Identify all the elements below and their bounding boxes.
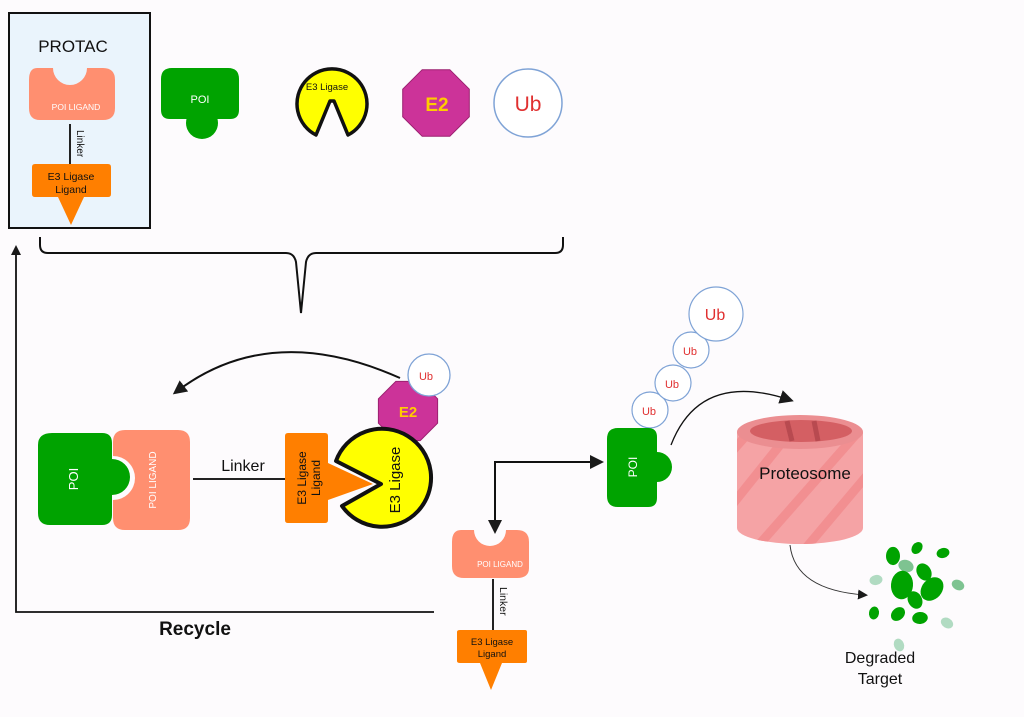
complex-e3-ligase-label: E3 Ligase — [387, 447, 404, 514]
protac-title: PROTAC — [38, 37, 108, 56]
protein-fragment — [916, 563, 932, 581]
ub-chain-2-label: Ub — [665, 379, 679, 391]
protein-fragment — [907, 591, 923, 609]
poi-shape — [161, 68, 239, 132]
degraded-fragments — [868, 541, 965, 652]
complex-e3-ligand-label-1: E3 Ligase — [295, 451, 309, 505]
ub-chain-3-label: Ub — [683, 346, 697, 358]
ub-chain-4-label: Ub — [705, 307, 726, 324]
released-protac: POI LIGAND Linker E3 Ligase Ligand — [452, 530, 529, 690]
protein-fragment — [951, 579, 965, 591]
tagged-poi-shape — [607, 428, 672, 507]
poi-label: POI — [191, 94, 210, 106]
ub-chain-4 — [688, 286, 744, 342]
ub-chain-3 — [672, 331, 710, 369]
arrow-to-proteasome — [670, 390, 794, 446]
protein-fragment — [898, 559, 914, 573]
ub-chain-1-label: Ub — [642, 406, 656, 418]
linker-label: Linker — [74, 130, 85, 158]
degraded-label-2: Target — [858, 671, 903, 688]
released-e3-ligand-label-2: Ligand — [478, 649, 507, 660]
complex-e3-ligase-shape — [334, 426, 433, 529]
protein-fragment — [893, 638, 905, 652]
complex-poi-shape — [38, 433, 130, 525]
protein-fragment — [920, 577, 944, 601]
protein-fragment — [868, 606, 880, 620]
ub-legend: Ub — [493, 68, 563, 138]
ubiquitinated-poi: Ub Ub Ub Ub POI — [607, 286, 744, 507]
ubiquitin-transfer-arrow — [172, 351, 401, 395]
release-arrow-to-poi — [494, 455, 604, 530]
protein-fragment — [886, 546, 900, 566]
complex-ub-shape — [407, 353, 451, 397]
complex-e3-ligand-shape — [285, 433, 373, 523]
arrow-to-degraded — [789, 544, 868, 600]
protein-fragment — [940, 617, 954, 629]
degraded-label-1: Degraded — [845, 650, 915, 667]
e3-ligase-label: E3 Ligase — [306, 82, 348, 93]
protac-legend-box: PROTAC POI LIGAND Linker E3 Ligase Ligan… — [8, 12, 151, 229]
protein-fragment — [890, 570, 914, 600]
e2-label: E2 — [425, 95, 448, 116]
protein-fragment — [936, 547, 950, 559]
e3-ligase-ligand-shape — [32, 164, 111, 225]
poi-ligand-label: POI LIGAND — [52, 102, 101, 112]
e3-ligase-legend: E3 Ligase — [295, 67, 369, 137]
brace — [39, 237, 564, 314]
protein-fragment — [869, 574, 883, 586]
complex-ub-label: Ub — [419, 371, 433, 383]
e2-shape — [402, 69, 470, 137]
tagged-poi-label: POI — [626, 457, 640, 478]
released-e3-ligand-shape — [457, 630, 527, 690]
ub-label: Ub — [515, 93, 542, 116]
recycle-arrow — [11, 245, 434, 613]
complex-poi-ligand-label: POI LIGAND — [148, 451, 159, 508]
e3-ligand-label-2: Ligand — [55, 184, 87, 196]
ub-chain-2 — [654, 364, 692, 402]
protein-fragment — [912, 611, 928, 625]
proteasome: Proteosome — [737, 415, 863, 544]
released-poi-ligand-shape — [452, 530, 529, 578]
ub-shape — [493, 68, 563, 138]
protein-fragment — [890, 607, 906, 621]
ub-chain-1 — [631, 391, 669, 429]
proteasome-label: Proteosome — [759, 464, 851, 483]
complex-linker-label: Linker — [221, 458, 265, 475]
e2-legend: E2 — [402, 69, 470, 137]
protein-fragment — [911, 541, 923, 555]
released-linker-label: Linker — [497, 587, 509, 616]
complex-poi-label: POI — [66, 468, 81, 490]
poi-legend: POI — [161, 68, 239, 139]
released-poi-ligand-label: POI LIGAND — [477, 560, 523, 569]
complex-e3-ligand-label-2: Ligand — [309, 460, 323, 496]
released-e3-ligand-label-1: E3 Ligase — [471, 637, 513, 648]
poi-ligand-shape — [29, 68, 115, 120]
e3-ligand-label-1: E3 Ligase — [48, 171, 95, 183]
recycle-label: Recycle — [159, 619, 231, 640]
e3-ligase-shape — [295, 67, 369, 137]
complex-e2-label: E2 — [399, 404, 417, 421]
complex-poi-ligand-shape — [113, 430, 190, 530]
ternary-complex: POI POI LIGAND Linker E2 Ub E3 Ligase E3… — [38, 353, 451, 530]
